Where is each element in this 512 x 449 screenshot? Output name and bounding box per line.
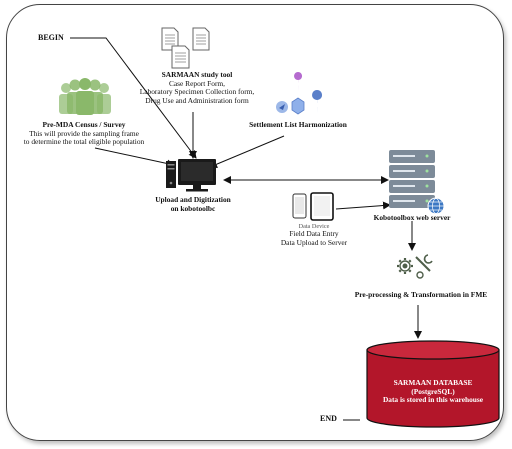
database-cylinder-icon [366, 340, 500, 428]
census-title: Pre-MDA Census / Survey [42, 120, 126, 129]
field-device-caption: Data Device [298, 223, 330, 230]
study-tool-caption: SARMAAN study tool Case Report Form, Lab… [112, 70, 282, 106]
documents-icon [161, 27, 210, 69]
database-note: Data is stored in this warehouse [382, 395, 484, 405]
begin-label: BEGIN [38, 33, 64, 42]
study-tool-line-3: Drug Use and Administration form [145, 96, 249, 106]
arrow-begin-to-upload [70, 37, 197, 159]
arrow-census-to-upload [94, 147, 175, 168]
field-caption: Data Device Field Data Entry Data Upload… [266, 223, 362, 248]
field-line-1: Field Data Entry [289, 229, 339, 239]
upload-caption: Upload and Digitization on kobotoolbc [148, 195, 238, 213]
database-subtitle: (PostgreSQL) [411, 386, 455, 396]
study-tool-line-2: Laboratory Specimen Collection form, [139, 87, 255, 97]
fme-title: Pre-processing & Transformation in FME [354, 290, 488, 299]
computer-icon [166, 159, 216, 192]
census-line-2: to determine the total eligible populati… [23, 137, 145, 147]
census-caption: Pre-MDA Census / Survey This will provid… [14, 120, 154, 147]
people-group-icon [59, 78, 111, 115]
study-tool-line-1: Case Report Form, [168, 78, 226, 88]
arrow-settlement-to-upload [209, 135, 285, 168]
field-line-2: Data Upload to Server [280, 238, 348, 248]
server-rack-icon [389, 150, 445, 215]
study-tool-title: SARMAAN study tool [161, 70, 233, 79]
census-line-1: This will provide the sampling frame [29, 128, 139, 138]
upload-line-2: on kobotoolbc [170, 203, 216, 213]
end-label: END [320, 414, 337, 423]
arrow-field-to-server [335, 201, 391, 210]
settlement-title: Settlement List Harmonization [249, 120, 347, 129]
gears-tools-icon [397, 254, 433, 279]
mobile-devices-icon [292, 192, 334, 221]
upload-line-1: Upload and Digitization [155, 195, 231, 204]
server-title: Kobotoolbox web server [373, 213, 451, 222]
database-title: SARMAAN DATABASE [393, 378, 473, 387]
map-location-icon [276, 72, 323, 115]
connectors [70, 37, 422, 421]
database-caption: SARMAAN DATABASE (PostgreSQL) Data is st… [368, 378, 498, 405]
